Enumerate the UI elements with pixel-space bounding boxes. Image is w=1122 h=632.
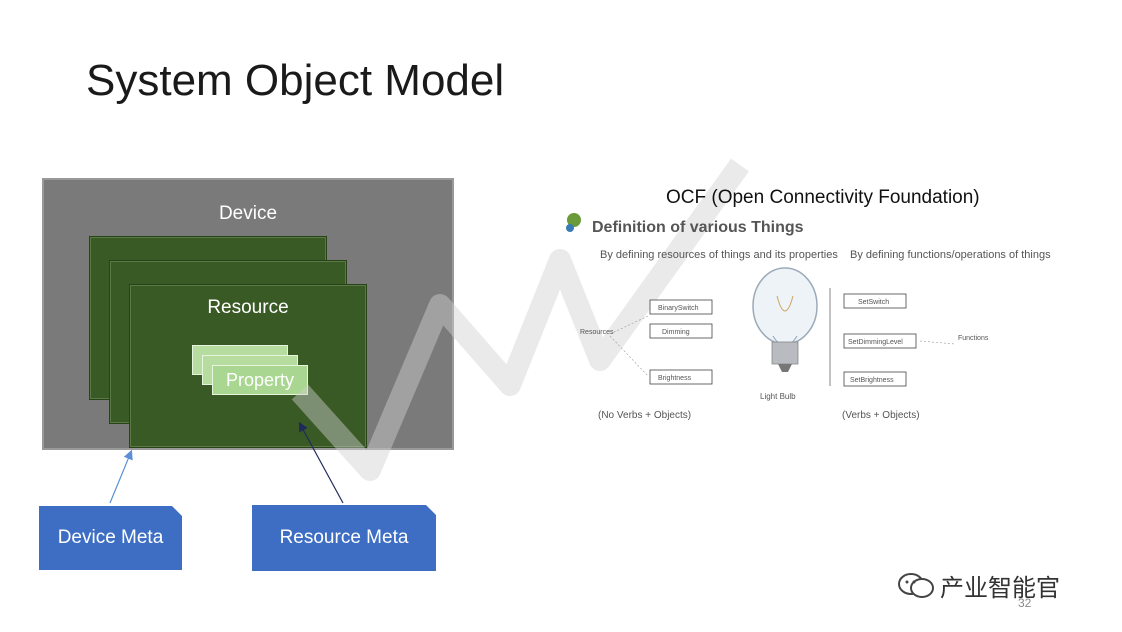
resource-label: Resource	[207, 297, 289, 318]
left-bottom-note: (No Verbs + Objects)	[598, 410, 691, 421]
wechat-icon	[898, 572, 934, 598]
ocf-figure: Definition of various Things By defining…	[566, 213, 1051, 421]
footer-logo-text: 产业智能官	[940, 575, 1060, 602]
slide-title: System Object Model	[86, 56, 505, 105]
right-box-2: SetDimmingLevel	[843, 333, 917, 349]
right-box-3: SetBrightness	[843, 371, 907, 387]
svg-text:Dimming: Dimming	[662, 329, 690, 336]
right-bottom-note: (Verbs + Objects)	[842, 410, 920, 421]
property-label: Property	[225, 370, 295, 390]
device-meta-box: Device Meta	[39, 506, 182, 570]
ocf-heading: Definition of various Things	[592, 219, 804, 236]
left-side-label: Resources	[580, 329, 614, 336]
right-side-label: Functions	[958, 335, 989, 342]
device-label: Device	[218, 203, 278, 224]
right-box-1: SetSwitch	[843, 293, 907, 309]
property-card: Property	[212, 365, 308, 395]
ocf-logo-icon	[566, 213, 581, 232]
device-meta-arrow	[109, 449, 133, 504]
resource-card: Resource Property	[129, 284, 367, 448]
footer-logo: 产业智能官	[896, 568, 1060, 603]
bulb-caption: Light Bulb	[760, 392, 796, 401]
bullet-left: By defining resources of things and its …	[600, 249, 838, 261]
bullet-right: By defining functions/operations of thin…	[850, 249, 1051, 261]
device-box: Device Resource Property	[42, 178, 454, 450]
left-box-2: Dimming	[649, 323, 713, 339]
left-box-1: BinarySwitch	[649, 299, 713, 315]
svg-text:BinarySwitch: BinarySwitch	[658, 305, 699, 312]
resource-meta-arrow	[298, 421, 344, 504]
ocf-caption: OCF (Open Connectivity Foundation)	[666, 187, 980, 208]
page-number: 32	[1018, 596, 1032, 610]
left-box-3: Brightness	[649, 369, 713, 385]
svg-text:SetBrightness: SetBrightness	[850, 377, 894, 384]
light-bulb-icon	[752, 267, 818, 372]
svg-text:Brightness: Brightness	[658, 375, 692, 382]
svg-text:SetDimmingLevel: SetDimmingLevel	[848, 339, 903, 346]
resource-meta-box: Resource Meta	[252, 505, 436, 571]
svg-text:SetSwitch: SetSwitch	[858, 299, 889, 306]
